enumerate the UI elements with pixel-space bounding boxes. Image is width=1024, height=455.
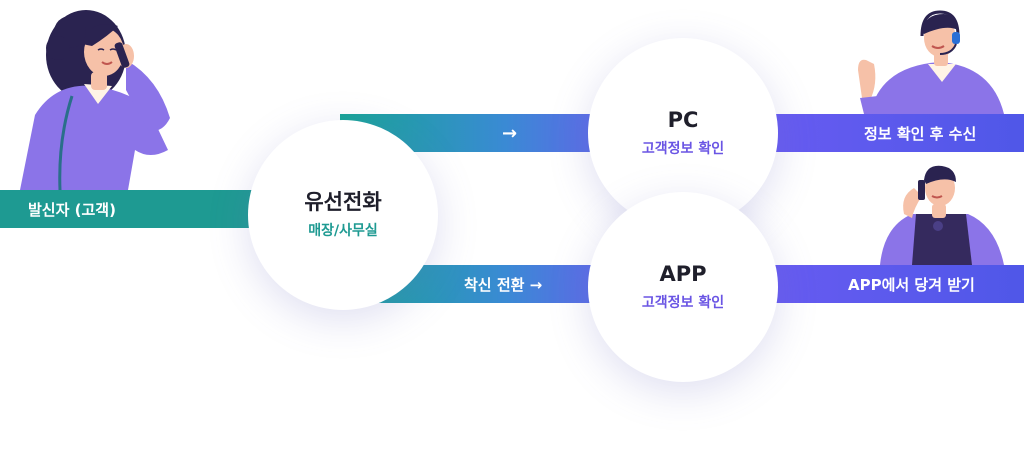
app-title: APP bbox=[659, 261, 707, 286]
app-result-label: APP에서 당겨 받기 bbox=[848, 275, 975, 294]
app-result-band: APP에서 당겨 받기 bbox=[740, 265, 1024, 303]
man-phone-illustration bbox=[880, 165, 1004, 265]
app-subtitle: 고객정보 확인 bbox=[641, 295, 725, 312]
pc-subtitle: 고객정보 확인 bbox=[641, 141, 725, 158]
pc-result-band: 정보 확인 후 수신 bbox=[740, 114, 1024, 152]
pc-result-label: 정보 확인 후 수신 bbox=[864, 124, 977, 143]
caller-woman-illustration bbox=[20, 10, 170, 191]
landline-subtitle: 매장/사무실 bbox=[308, 223, 378, 240]
caller-band: 발신자 (고객) bbox=[0, 190, 270, 228]
caller-band-label: 발신자 (고객) bbox=[28, 200, 116, 219]
arrow-right-icon: → bbox=[502, 122, 518, 144]
pc-title: PC bbox=[667, 107, 699, 132]
landline-title: 유선전화 bbox=[304, 189, 382, 214]
forward-flow-label: 착신 전환 → bbox=[464, 275, 543, 294]
landline-node: 유선전화 매장/사무실 bbox=[248, 120, 438, 310]
app-node: APP 고객정보 확인 bbox=[588, 192, 778, 382]
agent-headset-illustration bbox=[858, 10, 1004, 114]
